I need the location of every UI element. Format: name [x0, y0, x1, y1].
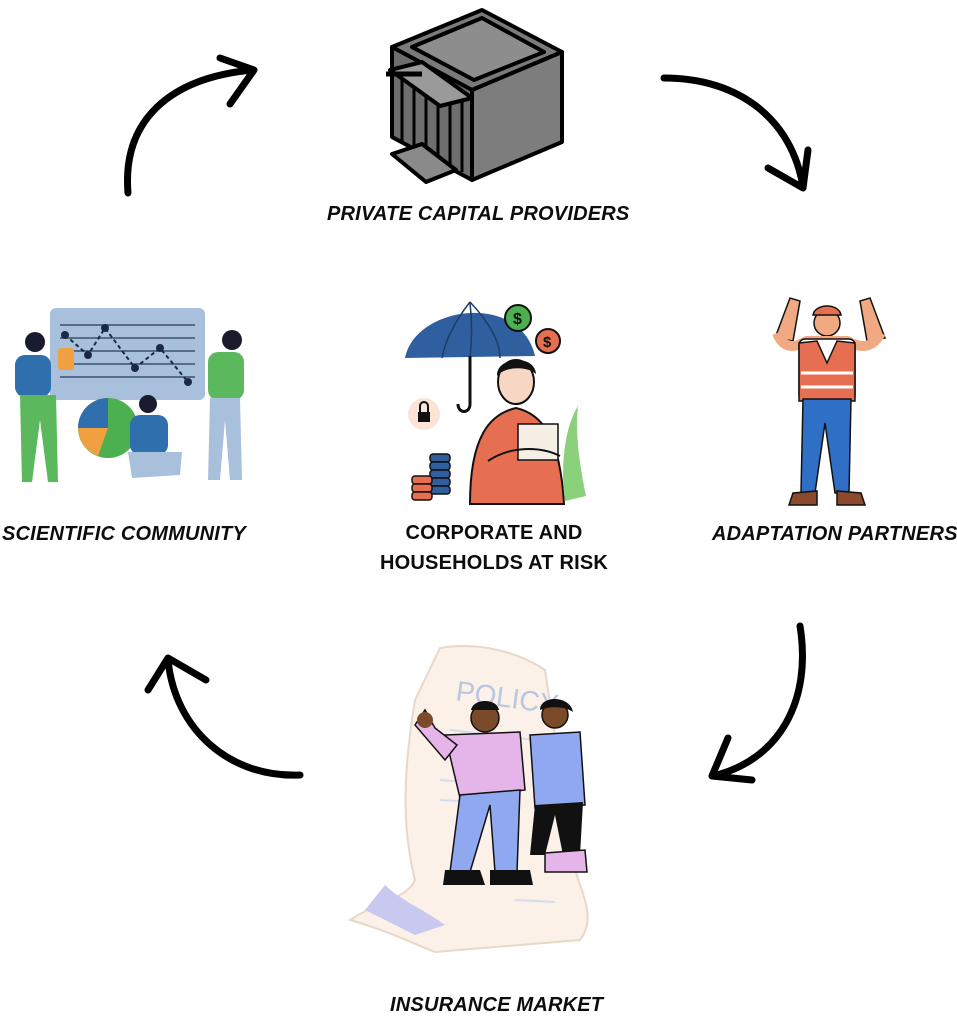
node-private-capital-providers: PRIVATE CAPITAL PROVIDERS — [327, 203, 630, 225]
svg-text:$: $ — [543, 334, 552, 351]
node-corporate-and-households: CORPORATE AND HOUSEHOLDS AT RISK — [380, 518, 608, 578]
center-label-line2: HOUSEHOLDS AT RISK — [380, 552, 609, 574]
scientists-with-chart-icon — [15, 308, 244, 482]
arrow-right-to-bottom — [709, 622, 806, 780]
worker-in-safety-vest-icon — [772, 297, 887, 506]
node-scientific-community: SCIENTIFIC COMMUNITY — [2, 523, 246, 545]
node-adaptation-partners: ADAPTATION PARTNERS — [712, 523, 957, 545]
arrow-right-to-bottom-head — [708, 734, 756, 784]
bank-building-icon — [386, 8, 564, 184]
arrow-bottom-to-left — [164, 656, 304, 779]
policy-document-people-icon: POLICY — [347, 645, 589, 954]
node-insurance-market: INSURANCE MARKET — [390, 994, 604, 1016]
svg-text:$: $ — [513, 311, 522, 328]
arrow-top-to-right-head — [764, 146, 812, 192]
center-label-line1: CORPORATE AND — [405, 522, 583, 544]
arrow-left-to-top-head — [216, 54, 258, 108]
arrow-left-to-top — [124, 66, 256, 197]
umbrella-person-icon: $ $ — [405, 301, 586, 505]
arrow-bottom-to-left-head — [144, 654, 210, 694]
arrow-top-to-right — [660, 74, 807, 191]
